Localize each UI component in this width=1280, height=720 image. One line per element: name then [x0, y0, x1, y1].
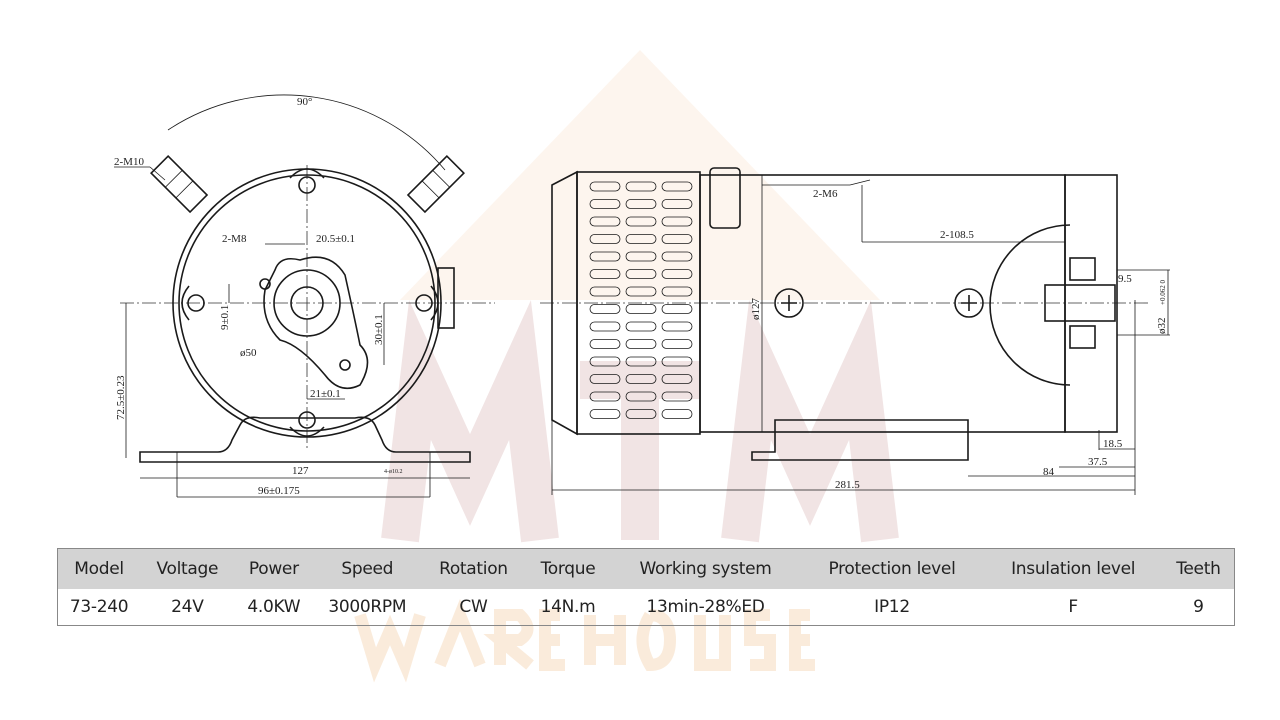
vent-slot	[625, 339, 657, 349]
dim-length: 281.5	[835, 479, 860, 491]
dim-offset-y1: 9±0.1	[219, 305, 231, 330]
vent-slot	[589, 234, 621, 244]
vent-slot	[625, 286, 657, 297]
vent-slot	[661, 391, 693, 402]
column-header: Power	[234, 548, 314, 589]
angle-label: 90°	[297, 96, 312, 108]
vent-slot	[625, 269, 657, 279]
vent-slot	[661, 251, 693, 262]
table-cell: 9	[1193, 597, 1204, 617]
vent-slot	[625, 374, 657, 384]
vent-slot	[589, 251, 621, 262]
dim-84: 84	[1043, 466, 1055, 478]
dim-shaft: ø32	[1156, 318, 1168, 335]
dim-diameter: ø127	[750, 298, 762, 321]
vent-slot	[661, 409, 693, 419]
table-cell: 73-240	[69, 597, 129, 617]
table-row: 73-240 24V 4.0KW 3000RPM CW 14N.m 13min-28%ED I…	[58, 589, 1235, 626]
column-header: Teeth	[1162, 548, 1235, 589]
vent-slot	[661, 199, 693, 209]
column-header: Insulation level	[983, 548, 1163, 589]
vent-slot	[625, 321, 657, 332]
vent-slot	[589, 286, 621, 297]
vent-slot	[661, 234, 693, 244]
column-header: Working system	[610, 548, 801, 589]
dim-shaft-tolerance: +0.062 0	[1159, 280, 1167, 305]
table-cell: 4.0KW	[247, 597, 301, 617]
vent-slot	[661, 374, 693, 384]
vent-slot	[625, 304, 657, 314]
vent-slot	[625, 409, 657, 419]
vent-slot	[661, 216, 693, 227]
dim-diameter: ø50	[240, 347, 257, 359]
mount-holes-label: 2-M8	[222, 233, 247, 245]
table-cell: IP12	[874, 597, 910, 617]
vent-slot	[625, 216, 657, 227]
dim-slot: 4-ø10.2	[384, 469, 403, 475]
vent-slot	[661, 321, 693, 332]
dim-offset-y2: 30±0.1	[373, 314, 385, 345]
dim-height: 72.5±0.23	[115, 375, 127, 420]
table-cell: 13min-28%ED	[646, 597, 765, 617]
column-header: Rotation	[421, 548, 526, 589]
vent-slot	[589, 374, 621, 384]
dim-offset-x: 20.5±0.1	[316, 233, 355, 245]
vent-slot	[625, 391, 657, 402]
vent-slot	[589, 199, 621, 209]
vent-slot	[625, 251, 657, 262]
vent-slot	[625, 181, 657, 192]
dim-terminal-spacing: 2-108.5	[940, 229, 974, 241]
table-cell: CW	[459, 597, 488, 617]
vent-slot	[661, 286, 693, 297]
column-header: Model	[57, 548, 141, 589]
terminals-label: 2-M6	[813, 188, 838, 200]
vent-slot	[589, 356, 621, 367]
vent-slot	[625, 356, 657, 367]
table-cell: F	[1068, 597, 1078, 617]
vent-slot	[661, 356, 693, 367]
dim-37-5: 37.5	[1088, 456, 1108, 468]
front-view: 90° 2-M10 20.5±0.1 2-M8 9±0.1 30±0.1 ø50…	[114, 94, 495, 498]
vent-slot	[661, 181, 693, 192]
side-view: 2-108.5 2-M6 ø127 ø32 +0.062 0 9.5 18.5 …	[540, 167, 1170, 495]
vent-slot	[589, 321, 621, 332]
table-cell: 24V	[171, 597, 204, 617]
column-header: Torque	[525, 548, 611, 589]
dim-hole-spacing: 96±0.175	[258, 485, 300, 497]
vent-slot	[589, 339, 621, 349]
vent-slot	[661, 304, 693, 314]
column-header: Speed	[313, 548, 422, 589]
vent-slot	[625, 234, 657, 244]
column-header: Protection level	[800, 548, 984, 589]
vent-slot	[661, 339, 693, 349]
dim-foot-width: 127	[292, 465, 309, 477]
vent-slot	[661, 269, 693, 279]
table-cell: 14N.m	[540, 597, 596, 617]
dim-offset-x2: 21±0.1	[310, 388, 341, 400]
terminals-label: 2-M10	[114, 156, 144, 168]
vent-slot	[589, 304, 621, 314]
dim-18-5: 18.5	[1103, 438, 1123, 450]
vent-slot	[589, 181, 621, 192]
vent-slot	[589, 216, 621, 227]
table-cell: 3000RPM	[328, 597, 407, 617]
vent-slot	[625, 199, 657, 209]
vent-slot	[589, 409, 621, 419]
vent-slot	[589, 391, 621, 402]
dim-9-5: 9.5	[1118, 273, 1132, 285]
column-header: Voltage	[140, 548, 235, 589]
vent-slot	[589, 269, 621, 279]
